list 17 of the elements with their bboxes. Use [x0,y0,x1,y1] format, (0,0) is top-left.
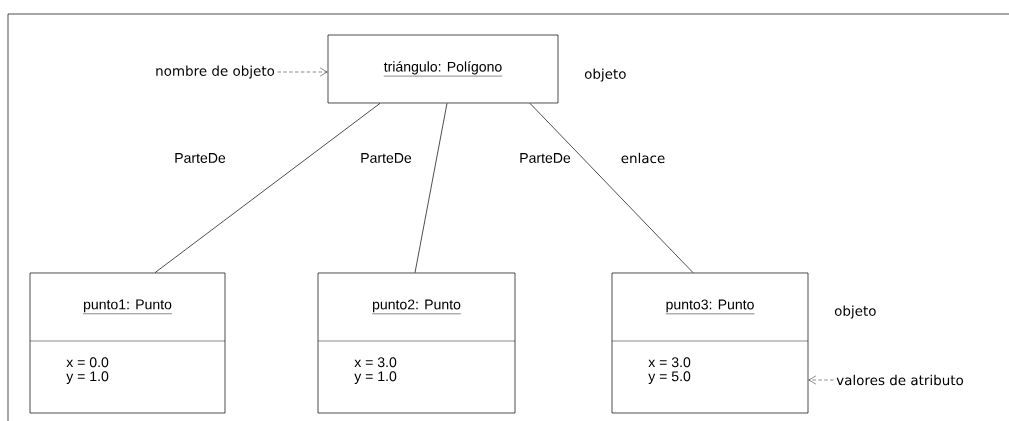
link-line [529,103,694,273]
object-box: punto2: Punto x = 3.0 y = 1.0 [317,272,516,414]
leader-arrow [808,375,834,385]
link-line [154,103,381,273]
annotation: nombre de objeto [156,65,275,79]
annotation: enlace [621,152,665,164]
object-box: punto1: Punto x = 0.0 y = 1.0 [29,272,226,414]
object-box: triángulo: Polígono [327,34,559,104]
leader-arrow [277,67,328,77]
edge-label: ParteDe [518,151,572,165]
annotation: objeto [584,68,626,82]
link-line [414,103,448,273]
annotation: valores de atributo [836,374,964,386]
edge-label: ParteDe [359,151,413,165]
object-box: punto3: Punto x = 3.0 y = 5.0 [611,272,809,414]
annotation: objeto [834,305,876,319]
edge-label: ParteDe [173,151,227,165]
